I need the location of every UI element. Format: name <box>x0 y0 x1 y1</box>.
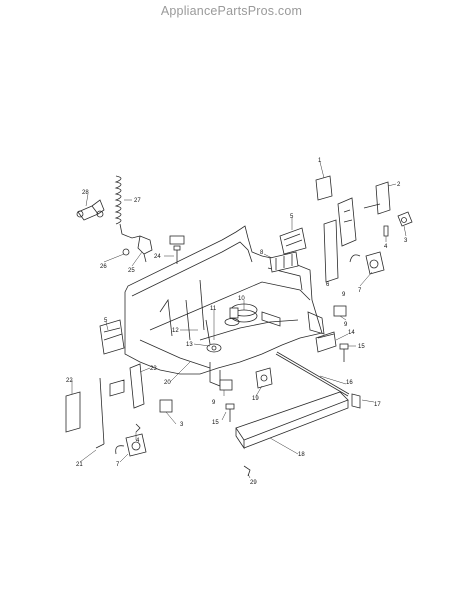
clip-part-9-lower <box>219 379 233 391</box>
spring-coil-part-27 <box>114 175 141 239</box>
bracket-part-5-upper <box>279 227 307 255</box>
callout-4: 4 <box>384 244 388 250</box>
callout-29: 29 <box>250 480 257 486</box>
side-panel-part-1 <box>315 175 357 247</box>
callout-25: 25 <box>128 268 135 274</box>
hose-fitting-part-25 <box>122 235 153 263</box>
screw-part-29 <box>243 465 251 477</box>
valve-part-19 <box>255 367 273 389</box>
callout-26: 26 <box>100 264 107 270</box>
callout-21: 21 <box>76 462 83 468</box>
callout-19: 19 <box>252 396 259 402</box>
panel-part-6 <box>323 219 339 283</box>
callout-28: 28 <box>82 190 89 196</box>
callout-18: 18 <box>298 452 305 458</box>
clip-part-9-right <box>333 305 347 317</box>
bracket-part-5-left <box>99 319 125 355</box>
bracket-part-8 <box>269 251 299 273</box>
callout-15: 15 <box>358 344 365 350</box>
callout-16: 16 <box>346 380 353 386</box>
callout-8: 8 <box>260 250 264 256</box>
clamp-part-28 <box>76 199 105 221</box>
actuator-part-7-lower <box>115 433 147 457</box>
callout-15-lower: 15 <box>212 420 219 426</box>
callout-1: 1 <box>318 158 322 164</box>
box-part-14 <box>315 331 337 353</box>
callout-17: 17 <box>374 402 381 408</box>
screw-part-4 <box>383 225 389 237</box>
bolt-part-24 <box>169 235 185 264</box>
switch-panel-part-22 <box>65 391 81 433</box>
callout-10: 10 <box>238 296 245 302</box>
rod-part-16 <box>275 351 350 397</box>
callout-6: 6 <box>326 282 330 288</box>
callout-23: 23 <box>150 366 157 372</box>
block-part-3-lower <box>159 399 173 413</box>
callout-12: 12 <box>172 328 179 334</box>
callout-3: 3 <box>404 238 408 244</box>
callout-14: 14 <box>348 330 355 336</box>
watermark: AppliancePartsPros.com <box>160 4 303 18</box>
spring-part-4-lower <box>135 423 141 433</box>
callout-2: 2 <box>397 182 401 188</box>
toekick-panel-part-18 <box>235 391 349 450</box>
leader-lines <box>71 161 407 479</box>
callout-4-lower: 4 <box>136 438 140 444</box>
callout-3-lower: 3 <box>180 422 184 428</box>
side-panel-part-2 <box>363 181 391 215</box>
callout-24: 24 <box>154 254 161 260</box>
callout-7-lower: 7 <box>116 462 120 468</box>
callout-13: 13 <box>186 342 193 348</box>
callout-9-right-upper: 9 <box>342 292 346 298</box>
bolt-part-15-right <box>339 343 349 362</box>
callout-5-left: 5 <box>104 318 108 324</box>
internal-parts-10-13 <box>205 307 239 345</box>
callout-27: 27 <box>134 198 141 204</box>
linkage-part-23 <box>109 363 145 409</box>
cap-part-17 <box>351 393 361 409</box>
arm-part-21 <box>95 377 105 449</box>
callout-7: 7 <box>358 288 362 294</box>
bolt-part-15-lower <box>225 403 235 422</box>
callout-11: 11 <box>210 306 217 312</box>
callout-labels: 1 2 3 4 5 6 7 8 9 10 11 12 13 14 15 16 1… <box>66 158 408 486</box>
callout-9-lower: 9 <box>212 400 216 406</box>
callout-22: 22 <box>66 378 73 384</box>
callout-5: 5 <box>290 214 294 220</box>
actuator-part-7-right <box>349 251 385 275</box>
callout-9: 9 <box>344 322 348 328</box>
callout-20: 20 <box>164 380 171 386</box>
knob-part-3 <box>397 211 413 227</box>
